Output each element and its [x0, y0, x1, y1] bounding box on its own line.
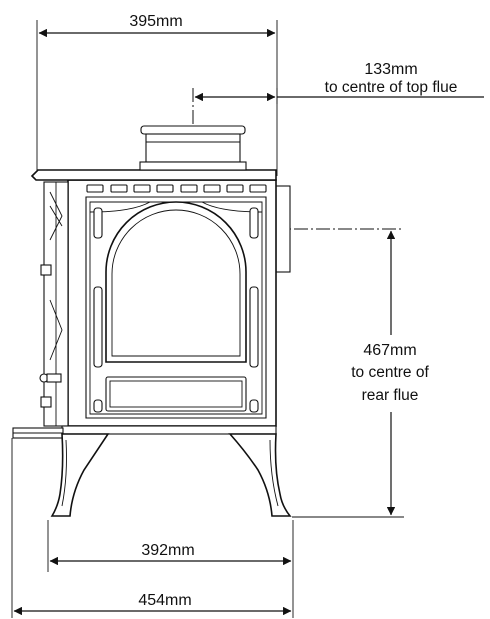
rear-flue-caption-line-2: rear flue [362, 387, 419, 404]
firebox-window [105, 201, 247, 363]
stove-base [61, 425, 277, 435]
dimension-rear-flue: 467mm to centre of rear flue [250, 228, 429, 518]
overall-width-label: 454mm [138, 592, 191, 609]
stove-drawing [12, 125, 292, 517]
top-slots [86, 184, 267, 193]
dimension-top-width: 395mm [36, 13, 278, 176]
side-slots [93, 207, 259, 413]
top-flue-value-label: 133mm [364, 61, 417, 78]
top-width-label: 395mm [129, 13, 182, 30]
rear-flue-caption-line-1: to centre of [351, 364, 429, 381]
rear-flue-value-label: 467mm [363, 342, 416, 359]
top-flue-caption-label: to centre of top flue [325, 79, 458, 96]
rear-flue-spigot [275, 185, 291, 273]
dimension-overall-width: 454mm [11, 438, 294, 618]
door-hinge-upper [40, 264, 52, 276]
leg-width-label: 392mm [141, 542, 194, 559]
ash-pan-panel [105, 376, 247, 412]
right-leg [228, 433, 292, 517]
left-leg [50, 433, 110, 517]
dimension-leg-width: 392mm [47, 520, 294, 572]
stove-top-plate [30, 169, 277, 181]
top-flue-collar [139, 125, 247, 171]
door-hinge-lower [40, 396, 52, 408]
